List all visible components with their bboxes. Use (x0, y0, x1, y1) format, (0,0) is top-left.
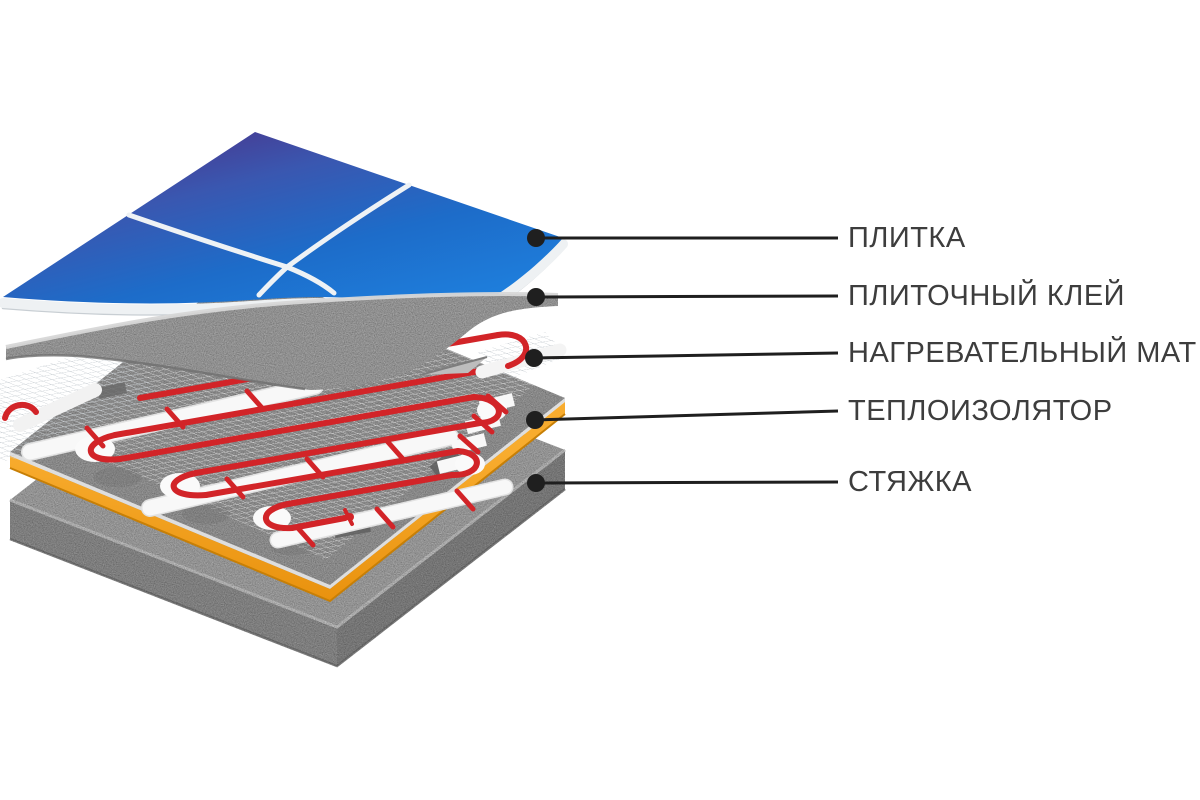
screed-front-left-face (10, 500, 337, 666)
callout-lines (533, 236, 839, 485)
callout-dot-insulation (526, 411, 544, 429)
cable-loop-top-right (495, 331, 530, 369)
callout-dot-tile (527, 229, 545, 247)
cable-band-crossings (84, 388, 509, 548)
callout-dot-screed (527, 474, 545, 492)
mat-overhang-top-right (475, 331, 568, 382)
cable-end-terminal (343, 508, 354, 526)
screed-front-right-face (337, 450, 565, 666)
heating-cable-loops (2, 394, 502, 532)
mat-white-bands (13, 377, 514, 549)
tile-adhesive-layer (5, 291, 559, 391)
tile-layer (0, 132, 568, 316)
callouts: ПЛИТКА ПЛИТОЧНЫЙ КЛЕЙ НАГРЕВАТЕЛЬНЫЙ МАТ… (525, 222, 1197, 498)
callout-dot-adhesive (527, 288, 545, 306)
adhesive-band (6, 293, 558, 390)
callout-dots (525, 229, 545, 492)
label-screed: СТЯЖКА (848, 466, 972, 498)
label-heating-mat: НАГРЕВАТЕЛЬНЫЙ МАТ (848, 335, 1197, 369)
tile-surface (3, 132, 563, 304)
callout-labels: ПЛИТКА ПЛИТОЧНЫЙ КЛЕЙ НАГРЕВАТЕЛЬНЫЙ МАТ… (848, 222, 1197, 498)
callout-dot-heating-mat (525, 349, 543, 367)
tile-grout-lines (126, 182, 412, 298)
label-insulation: ТЕПЛОИЗОЛЯТОР (848, 395, 1113, 427)
label-tile: ПЛИТКА (848, 222, 966, 254)
label-tile-adhesive: ПЛИТОЧНЫЙ КЛЕЙ (848, 278, 1125, 312)
